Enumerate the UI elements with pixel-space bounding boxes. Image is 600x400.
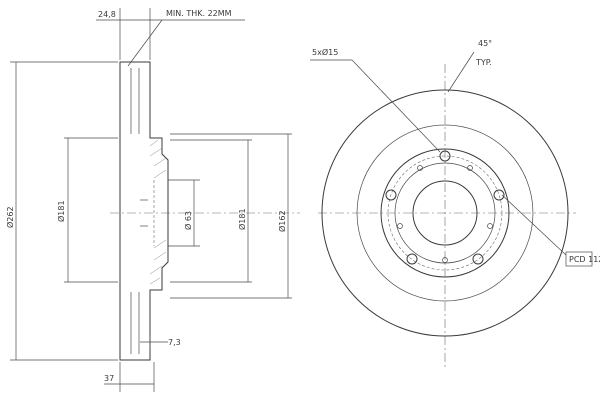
bolt-hole-1 [439,150,451,162]
bolt-hole-5 [385,189,397,201]
outer-diameter-label: Ø262 [5,206,15,228]
hat-outer-circle [380,148,510,278]
angle-leader [447,51,475,93]
pcd-label: PCD 112 [569,255,600,264]
bolt-hole-4 [406,253,418,265]
inner-diameter-label: Ø162 [277,210,287,232]
rotor-section-outline [119,61,169,361]
side-view: 24,8 MIN. THK. 22MM Ø262 Ø181 Ø 63 Ø181 … [5,8,300,392]
angle-sub-label: TYP. [475,58,492,67]
min-thickness-leader [127,19,163,67]
bolt-hole-2 [493,189,505,201]
overall-thickness-label: 24,8 [98,10,116,19]
hat-inner-circle [394,162,496,264]
center-bore-circle [412,180,478,246]
pcd-box [565,251,593,267]
front-view: 5xØ15 45° TYP. PCD 112 [310,39,600,370]
hat-diameter-label: Ø181 [237,208,247,230]
bolt-holes-label: 5xØ15 [312,47,338,57]
locating-hole-3 [442,257,448,263]
pitch-circle [387,155,503,271]
outer-rim-circle [321,89,569,337]
hat-height-label: 37 [104,374,114,383]
pilot-diameter-label: Ø 63 [183,211,193,230]
flange-thickness-label: 7,3 [168,338,181,347]
locating-hole-1 [467,165,473,171]
min-thickness-label: MIN. THK. 22MM [166,9,232,18]
bolt-hole-3 [472,253,484,265]
pcd-leader [501,194,567,256]
section-hatching [149,139,167,285]
locating-hole-5 [417,165,423,171]
locating-hole-4 [397,223,403,229]
hub-bore-diameter-label: Ø181 [56,200,66,222]
friction-inner-circle [356,124,534,302]
locating-hole-2 [487,223,493,229]
angle-label: 45° [478,39,492,48]
bolt-holes-leader [351,59,441,153]
